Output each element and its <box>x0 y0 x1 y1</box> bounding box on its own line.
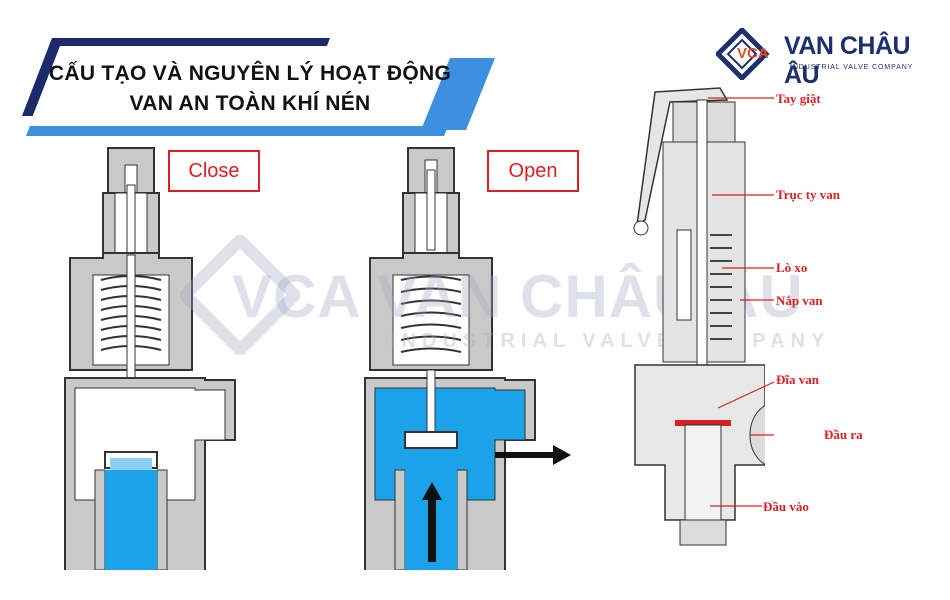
part-label-lever: Tay giật <box>776 91 821 106</box>
part-label-disc: Đĩa van <box>776 372 819 387</box>
state-label-open: Open <box>487 150 579 192</box>
watermark-logo-icon <box>180 235 300 355</box>
part-label-stem: Trục ty van <box>776 187 841 202</box>
logo-name: VAN CHÂU ÂU <box>784 32 911 89</box>
page-title-line1: CẤU TẠO VÀ NGUYÊN LÝ HOẠT ĐỘNG <box>48 62 452 85</box>
part-label-outlet: Đầu ra <box>824 427 863 442</box>
part-label-spring: Lò xo <box>776 260 808 275</box>
logo-mark: VCA <box>737 45 769 62</box>
valve-open-diagram <box>364 147 571 570</box>
part-label-bonnet: Nắp van <box>776 293 823 308</box>
valve-cutaway-diagram <box>633 87 765 546</box>
part-leader-lines <box>708 97 775 507</box>
valve-close-diagram <box>64 147 236 570</box>
logo-tagline: INDUSTRIAL VALVE COMPANY <box>790 64 914 71</box>
state-label-close: Close <box>168 150 260 192</box>
page-title-line2: VAN AN TOÀN KHÍ NÉN <box>129 92 371 115</box>
part-label-inlet: Đầu vào <box>763 499 809 514</box>
company-logo-icon <box>716 28 770 80</box>
title-banner <box>22 38 495 136</box>
